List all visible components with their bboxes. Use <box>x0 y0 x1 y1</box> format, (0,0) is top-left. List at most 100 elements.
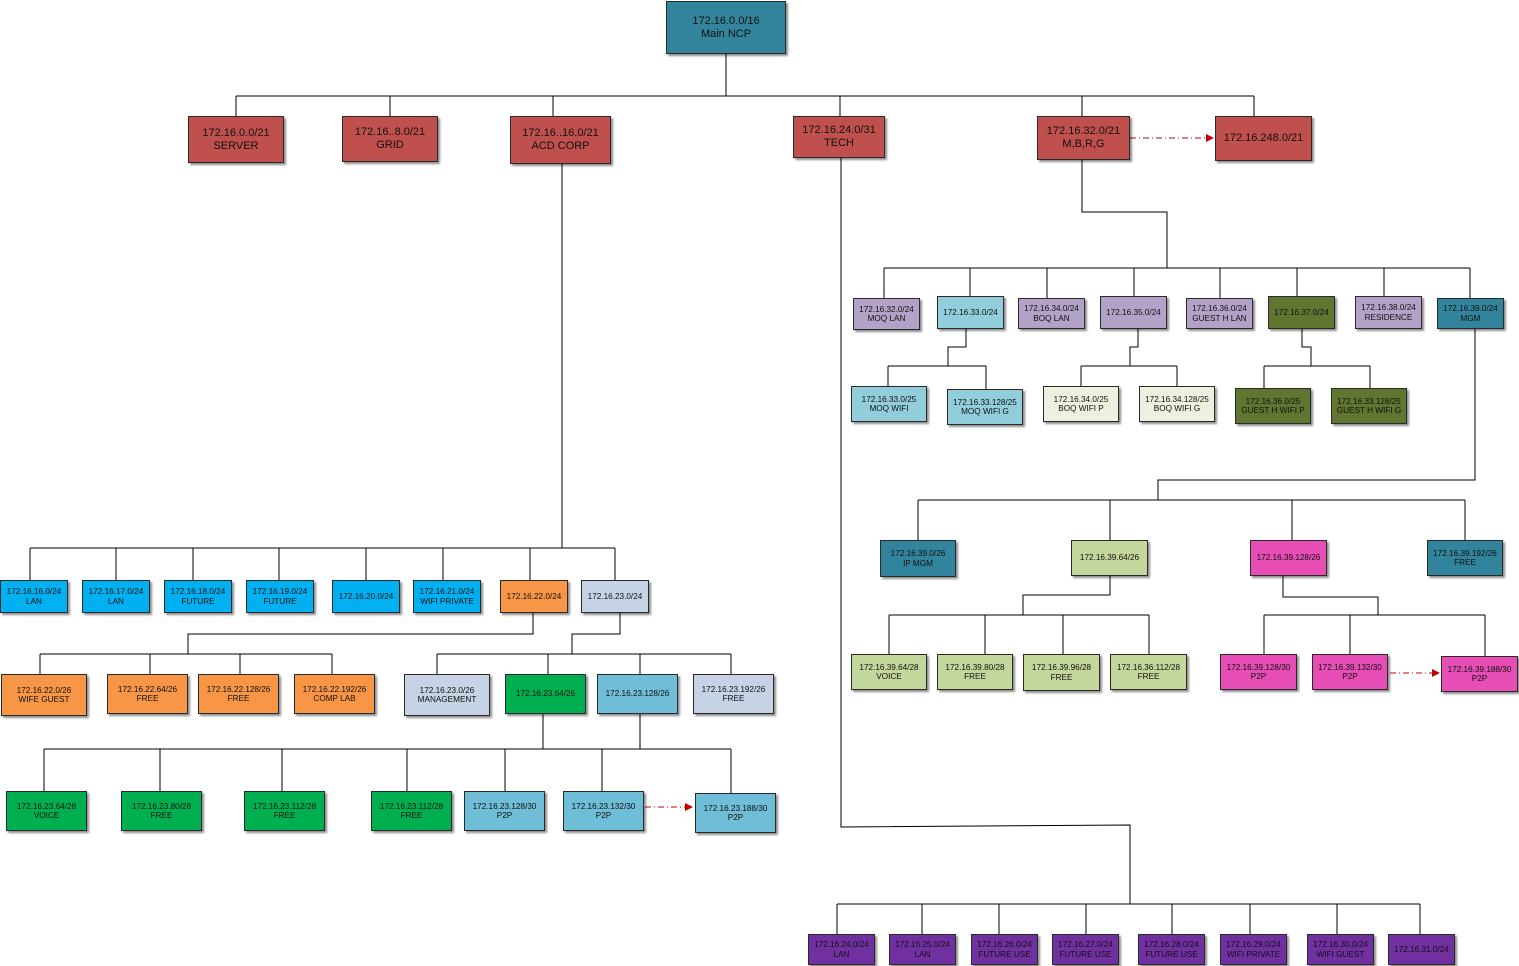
node-label: FUTURE USE <box>1145 949 1198 959</box>
node-address: 172.16.23.64/28 <box>16 801 77 811</box>
node-label: LAN <box>26 596 42 606</box>
node-label: FUTURE <box>181 596 215 606</box>
node-label: MOQ WIFI <box>869 404 909 413</box>
node-37-0-24: 172.16.37.0/24 <box>1268 296 1335 329</box>
node-address: 172.16.30.0/24 <box>1313 940 1368 950</box>
node-address: 172.16.23.128/26 <box>605 689 670 699</box>
node-address: 172.16.39.80/28 <box>945 662 1005 672</box>
node-33-0-24: 172.16.33.0/24 <box>937 296 1004 329</box>
node-address: 172.16.23.128/30 <box>472 801 537 811</box>
node-address: 172.16.21.0/24 <box>419 587 475 597</box>
node-label: IP MGM <box>903 558 933 568</box>
node-address: 172.16..8.0/21 <box>354 126 426 139</box>
node-label: MOQ WIFI G <box>961 407 1009 416</box>
node-address: 172.16.31.0/24 <box>1394 944 1449 954</box>
node-label: LAN <box>833 949 850 959</box>
node-address: 172.16.36.0/24 <box>1192 304 1247 314</box>
node-address: 172.16.33.0/25 <box>861 394 917 404</box>
node-label: FREE <box>136 694 159 703</box>
node-20-0-24: 172.16.20.0/24 <box>332 580 400 613</box>
node-39-64-26: 172.16.39.64/26 <box>1071 540 1148 576</box>
node-address: 172.16.16.0/24 <box>6 587 62 597</box>
node-label: P2P <box>1342 672 1358 681</box>
node-label: GUEST H LAN <box>1192 313 1247 323</box>
node-label: FREE <box>150 811 173 820</box>
node-main-ncp: 172.16.0.0/16 Main NCP <box>666 1 786 54</box>
node-address: 172.16.34.0/25 <box>1053 394 1109 404</box>
node-label: FREE <box>1137 672 1160 681</box>
node-address: 172.16.33.128/25 <box>953 397 1017 407</box>
node-address: 172.16.37.0/24 <box>1274 307 1329 317</box>
node-address: 172.16.23.192/26 <box>701 684 766 694</box>
node-address: 172.16.35.0/24 <box>1106 307 1161 317</box>
node-label: Main NCP <box>700 27 752 40</box>
node-address: 172.16.24.0/31 <box>802 124 876 137</box>
node-label: WIFI PRIVATE <box>1226 949 1281 959</box>
node-label: FREE <box>1454 558 1476 567</box>
node-address: 172.16.19.0/24 <box>252 587 308 597</box>
node-label: WIFI GUEST <box>1316 949 1365 959</box>
node-address: 172.16.248.0/21 <box>1223 132 1304 145</box>
node-label: MANAGEMENT <box>417 695 477 704</box>
node-address: 172.16.22.0/24 <box>506 591 562 601</box>
node-label: P2P <box>1250 672 1267 681</box>
node-label: MGM <box>1460 313 1481 323</box>
node-22-0-24: 172.16.22.0/24 <box>500 580 568 613</box>
node-address: 172.16.22.128/26 <box>206 684 271 694</box>
node-address: 172.16.36.112/28 <box>1116 662 1181 672</box>
node-label: P2P <box>496 811 513 820</box>
node-address: 172.16.38.0/24 <box>1361 303 1416 313</box>
node-tech: 172.16.24.0/31 TECH <box>793 116 885 158</box>
node-label: FREE <box>964 672 986 681</box>
node-label: FREE <box>400 811 423 820</box>
node-address: 172.16.39.64/28 <box>859 662 919 672</box>
node-label: P2P <box>727 813 744 822</box>
node-address: 172.16.23.112/28 <box>379 801 444 811</box>
node-grid: 172.16..8.0/21 GRID <box>342 116 438 162</box>
node-address: 172.16.23.80/28 <box>131 801 192 811</box>
node-address: 172.16.22.0/26 <box>16 685 72 695</box>
node-address: 172.16.39.128/30 <box>1226 662 1291 672</box>
node-address: 172.16.29.0/24 <box>1226 940 1281 950</box>
node-address: 172.16.17.0/24 <box>88 587 144 597</box>
node-label: M,B,R,G <box>1062 138 1105 150</box>
node-label: VOICE <box>876 672 902 681</box>
node-label: FREE <box>722 694 745 703</box>
node-address: 172.16.39.128/26 <box>1256 553 1321 563</box>
node-label: SERVER <box>213 139 259 152</box>
node-address: 172.16.23.132/30 <box>571 801 636 811</box>
node-label: FREE <box>1050 672 1073 682</box>
node-248: 172.16.248.0/21 <box>1215 116 1312 161</box>
node-address: 172.16.23.0/26 <box>419 685 475 695</box>
node-address: 172.16.0.0/16 <box>692 14 760 27</box>
